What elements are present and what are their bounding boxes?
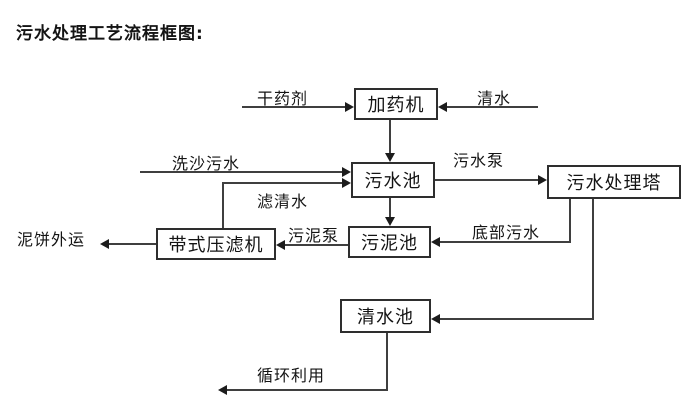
arrowhead-left-icon xyxy=(431,314,440,324)
connector-tower-to-clean-water-vertical xyxy=(592,199,594,320)
arrowhead-left-icon xyxy=(276,240,285,250)
connector-bottom-sewage-to-sludge-pool xyxy=(439,241,571,243)
node-sludge-pool: 污泥池 xyxy=(348,226,431,258)
connector-dry-chemical-to-dosing-machine xyxy=(242,106,346,108)
arrowhead-left-icon xyxy=(218,385,227,395)
node-sewage-pool: 污水池 xyxy=(351,162,435,198)
arrowhead-down-icon xyxy=(385,217,395,226)
label-mud-cake-shipped-out: 泥饼外运 xyxy=(17,230,86,249)
page-title: 污水处理工艺流程框图: xyxy=(16,24,204,44)
arrowhead-left-icon xyxy=(100,239,109,249)
label-sludge-pump: 污泥泵 xyxy=(288,226,340,245)
connector-bottom-sewage-vertical xyxy=(569,199,571,243)
label-recycled-use: 循环利用 xyxy=(257,366,326,385)
connector-sewage-pool-to-treatment-tower xyxy=(435,179,539,181)
arrowhead-down-icon xyxy=(385,153,395,162)
node-clean-water-pool: 清水池 xyxy=(340,299,431,333)
arrowhead-right-icon xyxy=(342,167,351,177)
node-dosing-machine: 加药机 xyxy=(354,88,438,120)
connector-clean-water-pool-to-recycle xyxy=(226,389,387,391)
label-bottom-sewage: 底部污水 xyxy=(472,223,541,242)
node-treatment-tower: 污水处理塔 xyxy=(547,165,681,199)
arrowhead-right-icon xyxy=(345,102,354,112)
connector-clean-water-pool-recycle-vertical xyxy=(386,333,388,391)
arrowhead-left-icon xyxy=(431,237,440,247)
arrowhead-right-icon xyxy=(538,175,547,185)
label-dry-chemical: 干药剂 xyxy=(257,89,309,108)
connector-belt-filter-press-to-mud-cake xyxy=(108,243,156,245)
arrowhead-left-icon xyxy=(438,102,447,112)
connector-clean-water-to-dosing-machine xyxy=(446,106,538,108)
connector-filtered-water-vertical xyxy=(222,182,224,228)
node-belt-filter-press: 带式压滤机 xyxy=(156,228,276,260)
connector-sand-washing-sewage-to-sewage-pool xyxy=(140,171,343,173)
connector-dosing-machine-to-sewage-pool xyxy=(389,120,391,154)
label-sewage-pump: 污水泵 xyxy=(453,151,505,170)
connector-tower-to-clean-water-pool xyxy=(439,318,594,320)
arrowhead-right-icon xyxy=(342,178,351,188)
connector-sewage-pool-to-sludge-pool xyxy=(389,198,391,218)
label-sand-washing-sewage: 洗沙污水 xyxy=(172,154,241,173)
label-clean-water: 清水 xyxy=(477,89,512,108)
connector-sludge-pool-to-belt-filter-press xyxy=(284,244,348,246)
label-filtered-clean-water: 滤清水 xyxy=(257,192,309,211)
connector-filtered-water-to-sewage-pool xyxy=(222,182,343,184)
